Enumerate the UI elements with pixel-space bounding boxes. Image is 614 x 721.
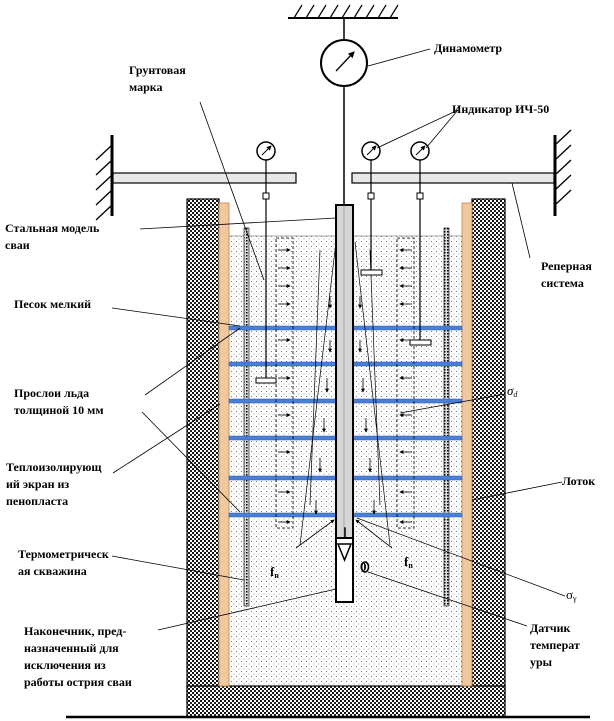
- label-dynamometer: Динамометр: [434, 41, 503, 55]
- label-insulating-screen-3: пенопласта: [6, 494, 69, 508]
- tip-reaction-arrows: [295, 519, 393, 549]
- symbol-sigma-y: σγ: [566, 587, 577, 604]
- label-steel-pile-1: Стальная модель: [5, 221, 100, 235]
- symbol-zero: 0: [360, 559, 367, 574]
- label-fine-sand: Песок мелкий: [14, 297, 92, 311]
- symbol-f-right: fn: [404, 554, 413, 571]
- ceiling-support: [288, 4, 399, 40]
- soil-mark-rod: [255, 141, 277, 384]
- label-tip-3: исключения из: [24, 658, 106, 672]
- reference-beams: [112, 172, 555, 184]
- pile-tip-cap: [335, 527, 354, 603]
- friction-wedges: [299, 241, 391, 546]
- temperature-sensor: [360, 561, 370, 573]
- label-thermometric-well-2: ая скважина: [18, 564, 87, 578]
- reference-supports: [95, 129, 572, 221]
- label-temp-sensor-1: Датчик: [530, 621, 571, 635]
- lateral-pressure-columns: [275, 237, 415, 529]
- label-soil-mark-1: Грунтовая: [129, 63, 186, 77]
- label-tip-4: работы острия сваи: [24, 675, 132, 689]
- label-tip-2: назначенный для: [24, 641, 119, 655]
- label-reference-system-1: Реперная: [541, 259, 592, 273]
- label-tip-1: Наконечник, пред-: [24, 624, 127, 638]
- label-ice-layers-2: толщиной 10 мм: [14, 403, 104, 417]
- label-steel-pile-2: сваи: [5, 238, 30, 252]
- steel-pile: [335, 204, 354, 539]
- leader-lines: [111, 48, 566, 631]
- thermometric-wells: [243, 227, 450, 607]
- label-temp-sensor-3: уры: [530, 655, 553, 669]
- label-thermometric-well-1: Термометрическ: [18, 547, 109, 561]
- label-ice-layers-1: Прослои льда: [14, 386, 90, 400]
- label-tray: Лоток: [562, 474, 596, 488]
- label-reference-system-2: система: [541, 276, 584, 290]
- label-insulating-screen-1: Теплоизолирующ: [6, 460, 102, 474]
- lateral-arrows-left: [278, 248, 291, 524]
- friction-arrows-left: [314, 296, 332, 515]
- dynamometer-gauge: [320, 39, 368, 206]
- indicator-rods: [360, 141, 432, 346]
- symbol-f-left: fn: [270, 564, 279, 581]
- lateral-arrows-right: [399, 248, 412, 524]
- label-indicator: Индикатор ИЧ-50: [452, 102, 550, 116]
- label-temp-sensor-2: температ: [530, 638, 580, 652]
- symbol-sigma-d: σd: [507, 383, 518, 400]
- friction-arrows-right: [358, 296, 376, 515]
- label-insulating-screen-2: ий экран из: [6, 477, 70, 491]
- label-soil-mark-2: марка: [129, 80, 163, 94]
